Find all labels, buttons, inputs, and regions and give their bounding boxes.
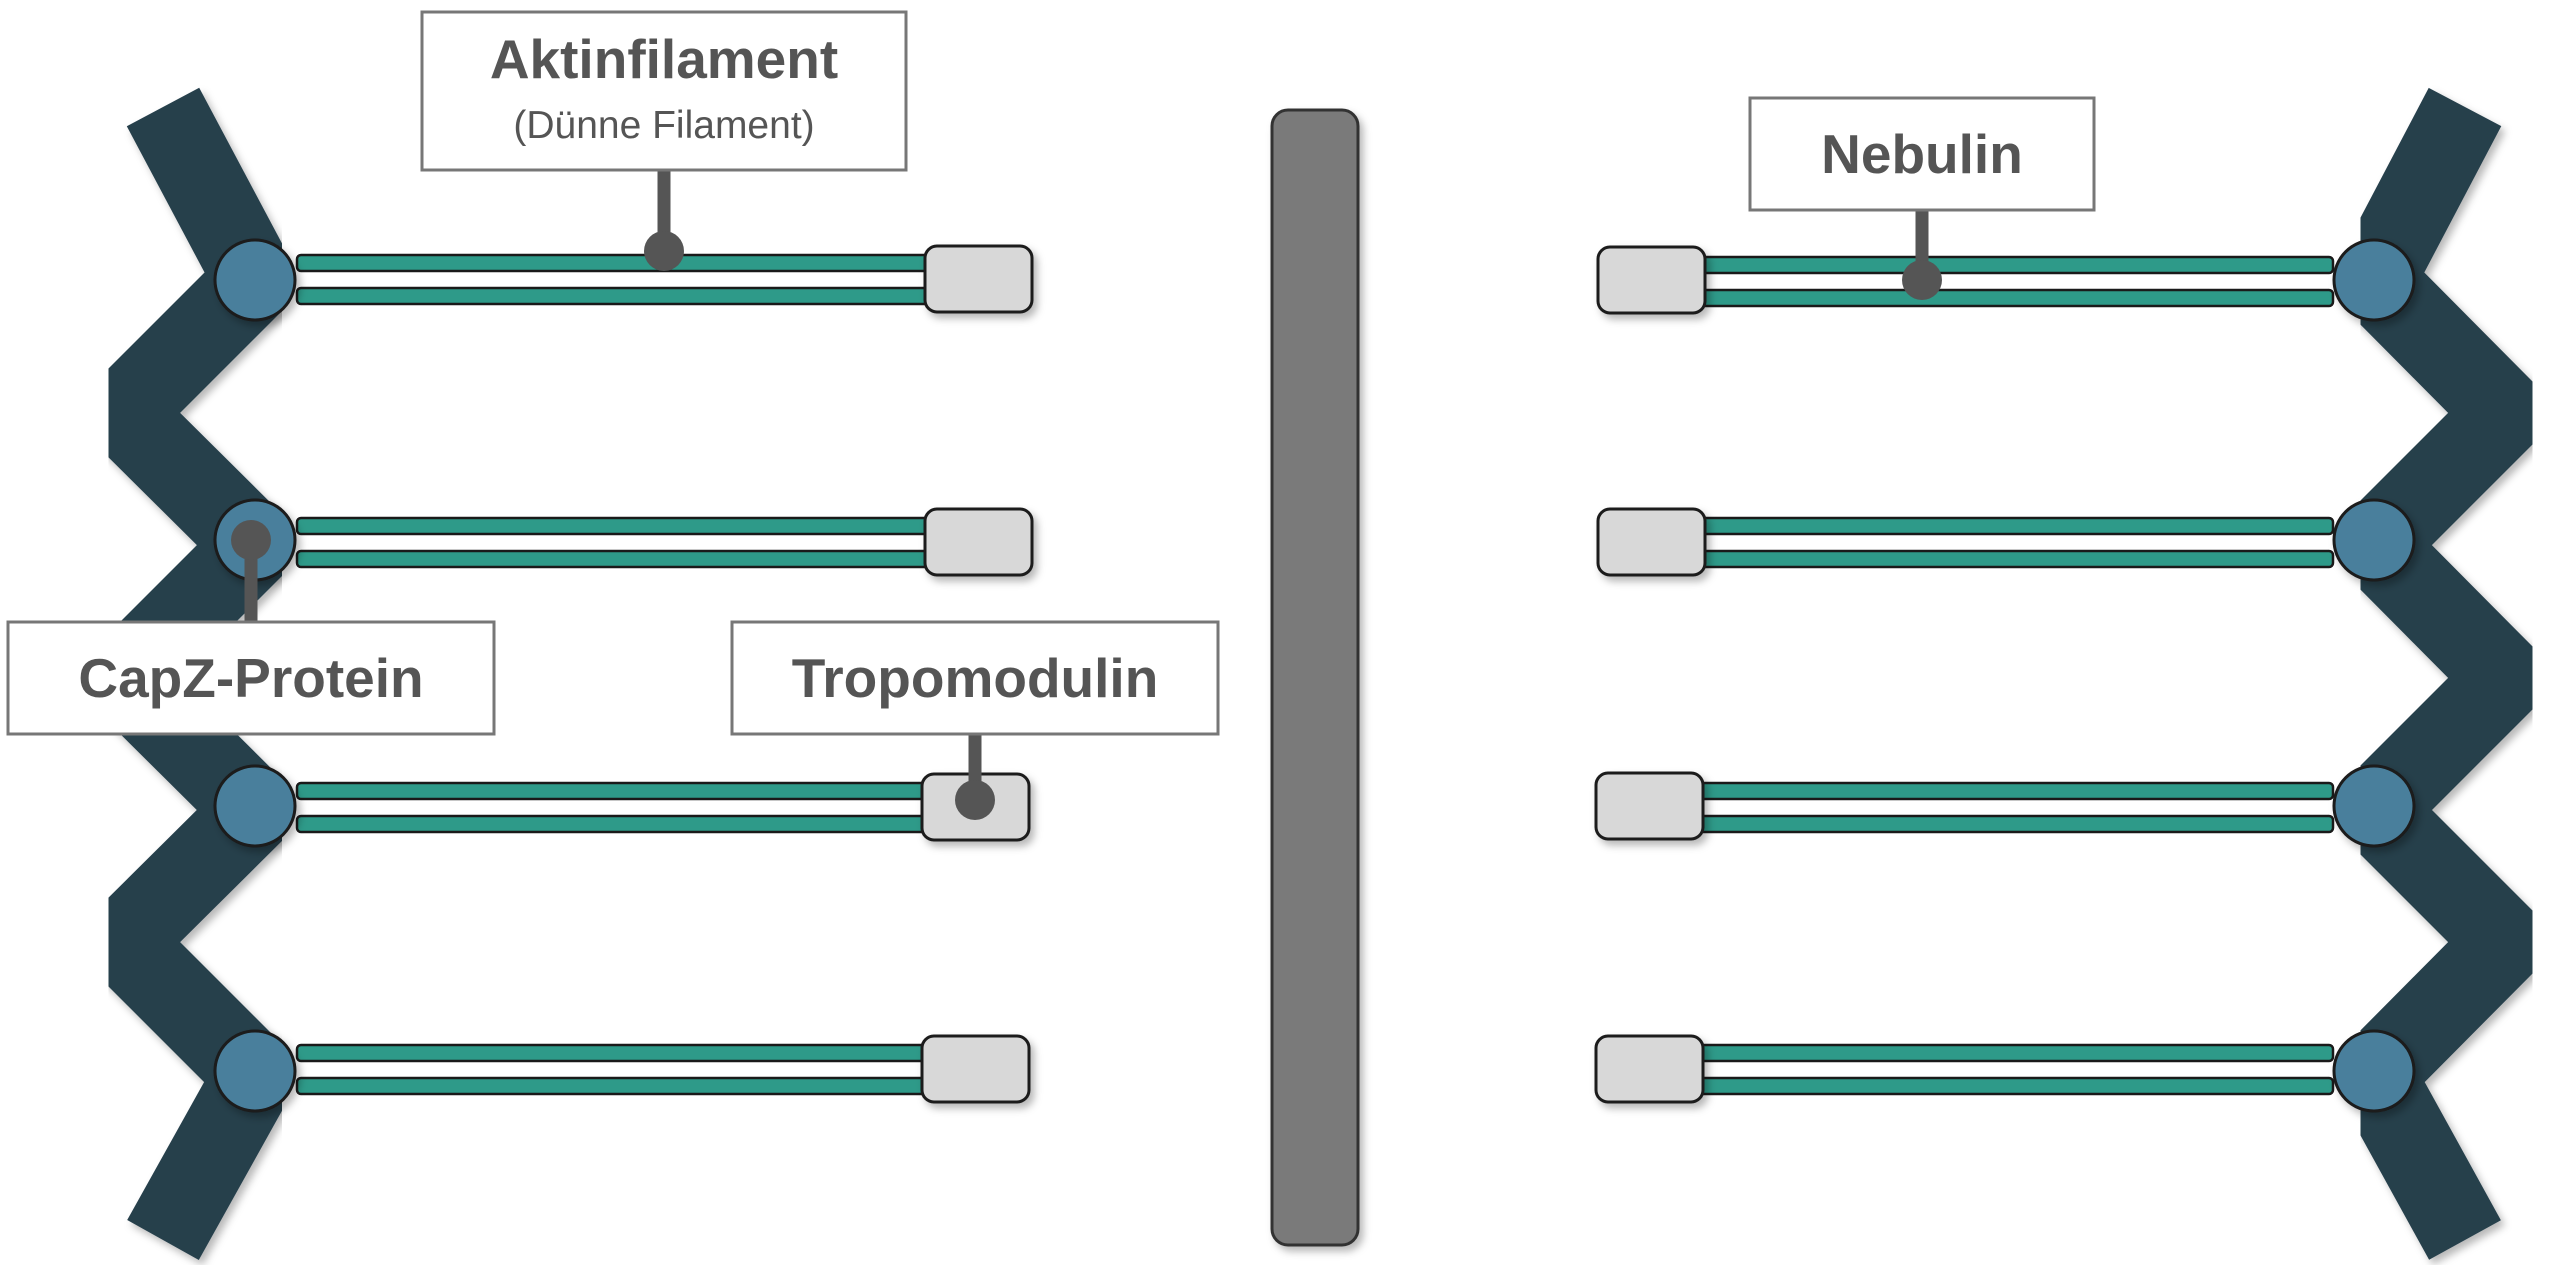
capz-cap bbox=[2332, 238, 2416, 322]
tropomodulin-cap bbox=[923, 244, 1034, 314]
capz-cap bbox=[213, 1029, 297, 1113]
label-aktinfilament: Aktinfilament bbox=[490, 28, 838, 90]
label-nebulin: Nebulin bbox=[1821, 123, 2023, 185]
tropomodulin-cap bbox=[1594, 771, 1705, 841]
capz-cap bbox=[2332, 764, 2416, 848]
callout-nebulin: Nebulin bbox=[1748, 96, 2096, 300]
callout-tropomodulin: Tropomodulin bbox=[730, 620, 1220, 820]
callout-aktinfilament: Aktinfilament (Dünne Filament) bbox=[420, 10, 908, 271]
tropomodulin-cap bbox=[1596, 507, 1707, 577]
label-box-nebulin bbox=[1748, 96, 2096, 212]
thin-filament-left-2 bbox=[213, 498, 1034, 582]
label-aktinfilament-subtitle: (Dünne Filament) bbox=[513, 104, 814, 147]
label-capz: CapZ-Protein bbox=[78, 647, 423, 709]
tropomodulin-cap bbox=[1594, 1034, 1705, 1104]
thin-filament-right-1 bbox=[1596, 238, 2416, 322]
capz-cap bbox=[213, 238, 297, 322]
z-disc-right bbox=[2316, 87, 2560, 1260]
capz-cap bbox=[213, 764, 297, 848]
thin-filament-left-1 bbox=[213, 238, 1034, 322]
thin-filament-right-2 bbox=[1596, 498, 2416, 582]
capz-cap bbox=[2332, 498, 2416, 582]
label-box-aktinfilament bbox=[420, 10, 908, 172]
tropomodulin-cap bbox=[920, 1034, 1031, 1104]
thin-filament-left-4 bbox=[213, 1029, 1031, 1113]
capz-cap bbox=[2332, 1029, 2416, 1113]
tropomodulin-cap bbox=[1596, 245, 1707, 315]
label-tropomodulin: Tropomodulin bbox=[792, 647, 1159, 709]
thin-filament-left-3 bbox=[213, 764, 1031, 848]
m-line bbox=[1270, 108, 1360, 1247]
tropomodulin-cap bbox=[923, 507, 1034, 577]
thin-filament-right-4 bbox=[1594, 1029, 2416, 1113]
label-box-tropomodulin bbox=[730, 620, 1220, 736]
callout-capz: CapZ-Protein bbox=[6, 520, 496, 736]
label-box-capz bbox=[6, 620, 496, 736]
thin-filament-right-3 bbox=[1594, 764, 2416, 848]
